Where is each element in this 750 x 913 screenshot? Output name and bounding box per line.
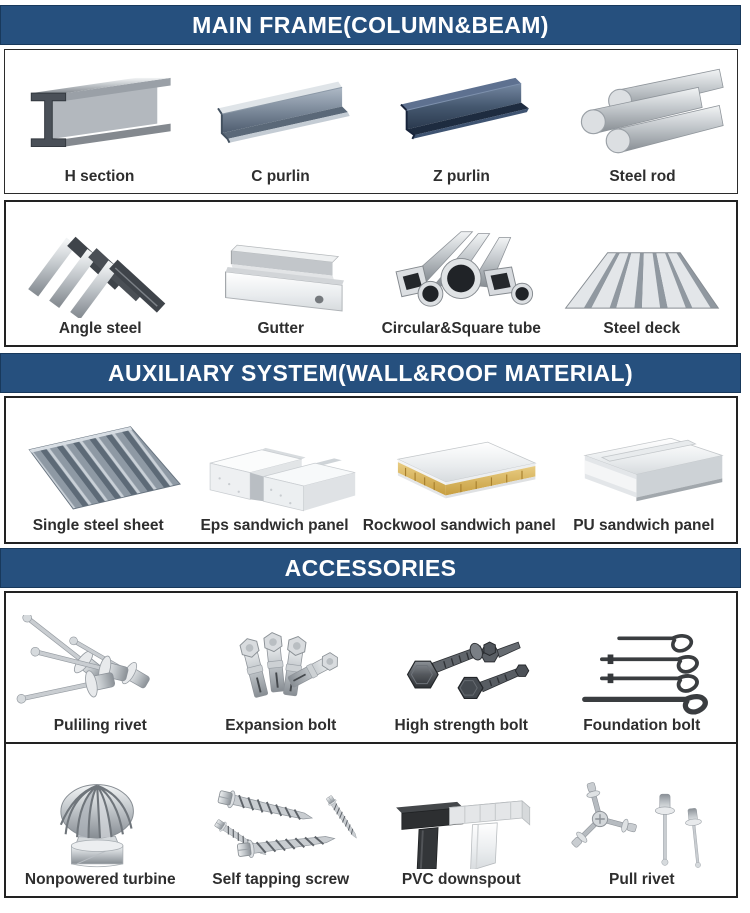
- product-label: Expansion bolt: [225, 717, 337, 734]
- high-strength-bolt-image: [407, 641, 530, 699]
- product-cell: Eps sandwich panel: [186, 400, 362, 540]
- product-cell: Rockwool sandwich panel: [363, 400, 556, 540]
- product-cell: High strength bolt: [371, 595, 552, 740]
- product-grid-row-4: Puliling rivet Expansion bolt: [4, 591, 738, 744]
- gutter-image: [224, 244, 344, 312]
- steel-deck-image: [564, 252, 720, 309]
- product-image: [186, 400, 362, 515]
- section-title: MAIN FRAME(COLUMN&BEAM): [192, 11, 549, 38]
- product-label: H section: [64, 168, 135, 185]
- product-image: [9, 52, 190, 166]
- product-catalog: MAIN FRAME(COLUMN&BEAM) H section: [0, 5, 750, 898]
- product-label: Single steel sheet: [32, 517, 164, 534]
- product-image: [190, 52, 371, 166]
- product-cell: Nonpowered turbine: [10, 746, 191, 894]
- product-label: Eps sandwich panel: [200, 517, 349, 534]
- product-image: [371, 204, 552, 318]
- h-section-image: [30, 77, 171, 148]
- z-purlin-image: [399, 77, 529, 140]
- product-image: [552, 595, 733, 715]
- product-image: [552, 204, 733, 318]
- pvc-downspout-image: [396, 800, 531, 869]
- product-image: [10, 400, 186, 515]
- product-grid-row-1: H section C purlin: [4, 49, 738, 194]
- product-cell: Self tapping screw: [191, 746, 372, 894]
- expansion-bolt-image: [237, 630, 342, 700]
- foundation-bolt-image: [581, 634, 708, 715]
- product-cell: Single steel sheet: [10, 400, 186, 540]
- rockwool-sandwich-panel-image: [396, 441, 537, 499]
- product-label: Puliling rivet: [53, 717, 147, 734]
- product-cell: Expansion bolt: [191, 595, 372, 740]
- product-image: [10, 204, 191, 318]
- product-label: Z purlin: [433, 168, 490, 185]
- product-cell: Pull rivet: [552, 746, 733, 894]
- product-cell: Circular&Square tube: [371, 204, 552, 343]
- pu-sandwich-panel-image: [583, 437, 724, 502]
- product-grid-row-3: Single steel sheet Eps sandwich panel: [4, 396, 738, 544]
- product-image: [552, 746, 733, 869]
- main-frame-section-header: MAIN FRAME(COLUMN&BEAM): [0, 5, 741, 45]
- product-cell: PU sandwich panel: [556, 400, 732, 540]
- pulling-rivet-image: [16, 615, 154, 714]
- product-image: [371, 746, 552, 869]
- product-image: [363, 400, 556, 515]
- product-cell: Angle steel: [10, 204, 191, 343]
- product-cell: Z purlin: [371, 52, 552, 191]
- steel-rod-image: [580, 68, 724, 154]
- product-image: [552, 52, 733, 166]
- section-title: AUXILIARY SYSTEM(WALL&ROOF MATERIAL): [107, 359, 634, 386]
- product-cell: Gutter: [191, 204, 372, 343]
- product-grid-row-2: Angle steel Gutter: [4, 200, 738, 347]
- product-image: [191, 746, 372, 869]
- product-label: Self tapping screw: [212, 871, 350, 888]
- product-image: [10, 746, 191, 869]
- product-cell: Steel rod: [552, 52, 733, 191]
- single-steel-sheet-image: [28, 426, 182, 510]
- product-grid-row-5: Nonpowered turbine Self tapping screw: [4, 744, 738, 898]
- self-tapping-screw-image: [212, 787, 361, 861]
- product-image: [10, 595, 191, 715]
- eps-sandwich-panel-image: [209, 447, 355, 512]
- angle-steel-image: [28, 236, 166, 318]
- product-label: Rockwool sandwich panel: [362, 517, 556, 534]
- product-label: Foundation bolt: [583, 717, 701, 734]
- product-label: C purlin: [251, 168, 310, 185]
- pull-rivet-image: [571, 782, 707, 869]
- product-cell: Puliling rivet: [10, 595, 191, 740]
- product-label: Steel rod: [609, 168, 676, 185]
- product-label: PVC downspout: [401, 871, 521, 888]
- product-label: Circular&Square tube: [381, 320, 541, 337]
- product-image: [191, 204, 372, 318]
- product-cell: H section: [9, 52, 190, 191]
- product-cell: PVC downspout: [371, 746, 552, 894]
- product-image: [371, 595, 552, 715]
- product-label: Nonpowered turbine: [24, 871, 176, 888]
- product-image: [191, 595, 372, 715]
- product-cell: C purlin: [190, 52, 371, 191]
- product-label: Steel deck: [603, 320, 681, 337]
- product-label: Pull rivet: [609, 871, 675, 888]
- product-label: PU sandwich panel: [573, 517, 715, 534]
- product-label: High strength bolt: [394, 717, 528, 734]
- c-purlin-image: [216, 81, 350, 144]
- product-image: [371, 52, 552, 166]
- product-image: [556, 400, 732, 515]
- section-title: ACCESSORIES: [284, 554, 457, 581]
- product-cell: Foundation bolt: [552, 595, 733, 740]
- nonpowered-turbine-image: [60, 784, 135, 868]
- auxiliary-system-section-header: AUXILIARY SYSTEM(WALL&ROOF MATERIAL): [0, 353, 741, 393]
- product-cell: Steel deck: [552, 204, 733, 343]
- product-label: Angle steel: [58, 320, 142, 337]
- accessories-section-header: ACCESSORIES: [0, 548, 741, 588]
- circular-square-tube-image: [395, 231, 534, 307]
- product-label: Gutter: [257, 320, 305, 337]
